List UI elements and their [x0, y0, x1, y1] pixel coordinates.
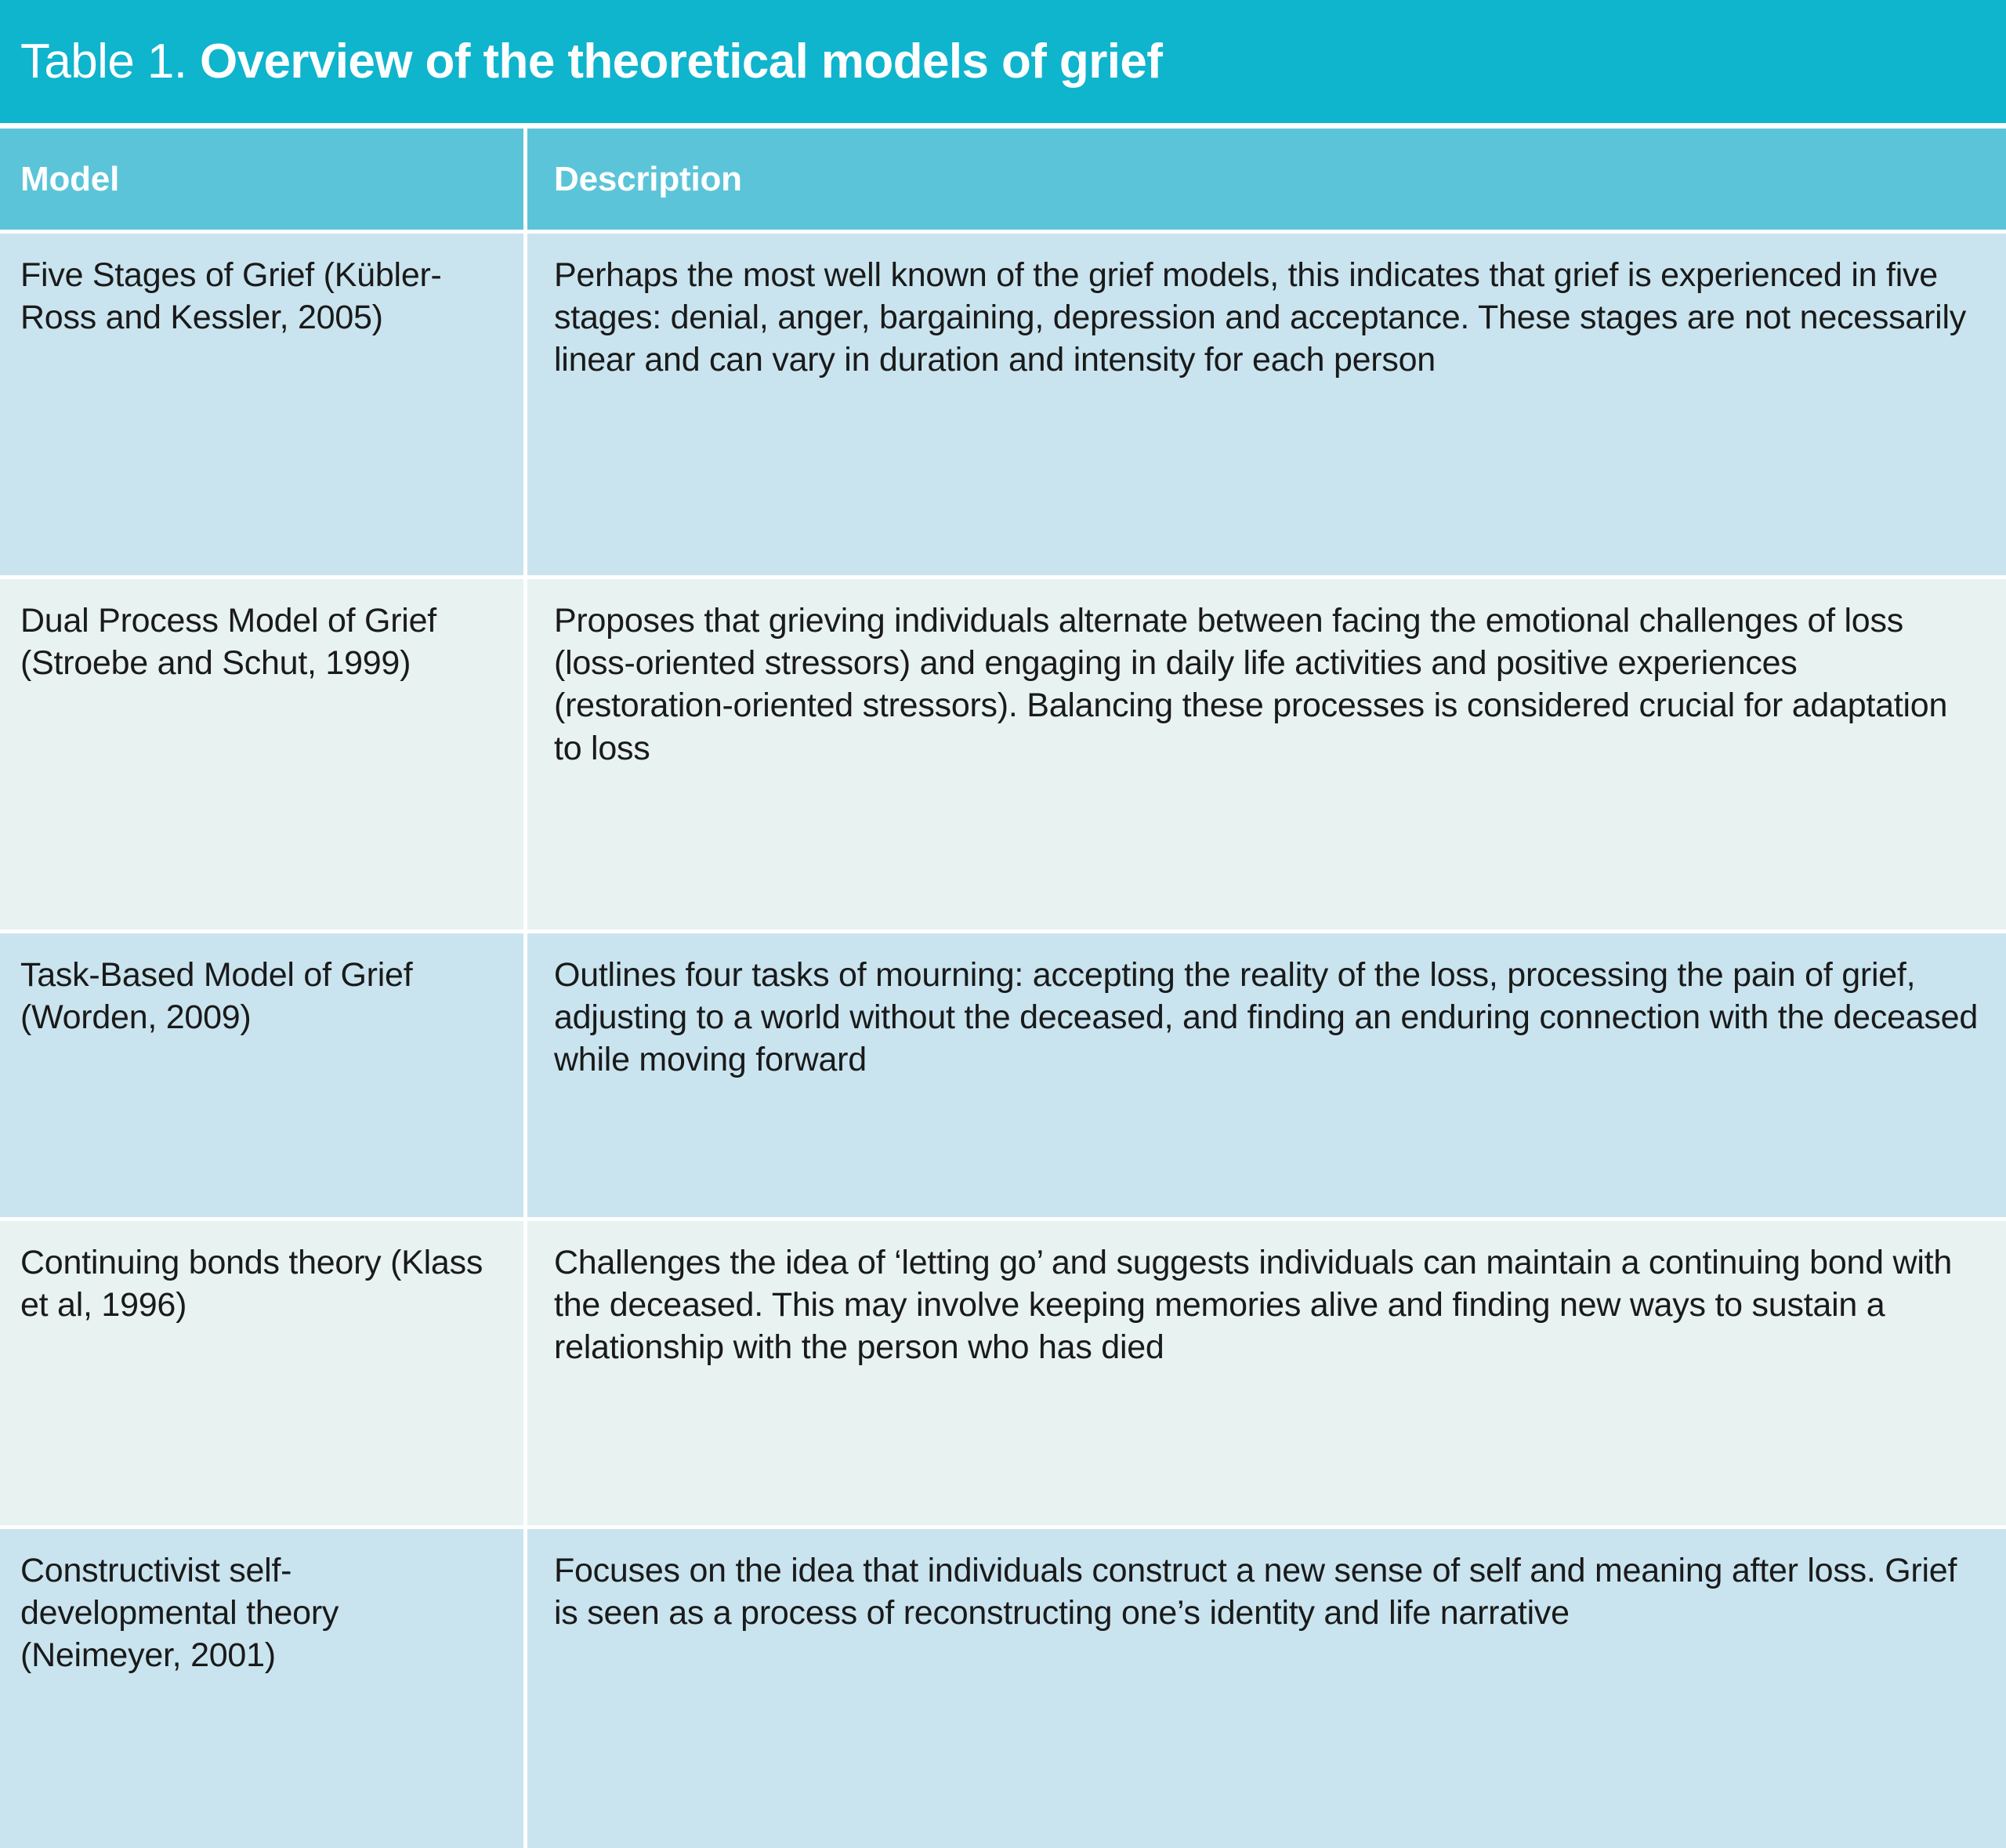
column-divider: [523, 1529, 527, 1848]
table-cell-description: Outlines four tasks of mourning: accepti…: [527, 933, 2006, 1217]
row-divider: [0, 230, 2006, 234]
model-name: Task-Based Model of Grief (Worden, 2009): [20, 956, 413, 1037]
model-name: Continuing bonds theory (Klass et al, 19…: [20, 1244, 483, 1324]
table-row: Five Stages of Grief (Kübler-Ross and Ke…: [0, 234, 2006, 575]
model-description: Challenges the idea of ‘letting go’ and …: [554, 1244, 1952, 1367]
table-header-row: Model Description: [0, 129, 2006, 230]
table-row: Constructivist self-developmental theory…: [0, 1529, 2006, 1848]
column-divider: [523, 579, 527, 929]
models-table: Model Description Five Stages of Grief (…: [0, 129, 2006, 1848]
table-cell-description: Proposes that grieving individuals alter…: [527, 579, 2006, 929]
model-description: Proposes that grieving individuals alter…: [554, 602, 1948, 767]
model-name: Constructivist self-developmental theory…: [20, 1552, 339, 1675]
table-cell-model: Dual Process Model of Grief (Stroebe and…: [0, 579, 523, 929]
table-title: Table 1. Overview of the theoretical mod…: [20, 34, 1163, 89]
table-row: Continuing bonds theory (Klass et al, 19…: [0, 1221, 2006, 1525]
column-divider: [523, 1221, 527, 1525]
title-separator: [0, 123, 2006, 129]
model-description: Focuses on the idea that individuals con…: [554, 1552, 1957, 1632]
column-divider: [523, 234, 527, 575]
row-divider: [0, 1217, 2006, 1221]
model-description: Perhaps the most well known of the grief…: [554, 256, 1967, 379]
table-cell-description: Perhaps the most well known of the grief…: [527, 234, 2006, 575]
model-name: Five Stages of Grief (Kübler-Ross and Ke…: [20, 256, 442, 337]
table-row: Dual Process Model of Grief (Stroebe and…: [0, 579, 2006, 929]
column-divider: [523, 129, 527, 230]
table-title-main: Overview of the theoretical models of gr…: [200, 34, 1163, 89]
table-row: Task-Based Model of Grief (Worden, 2009)…: [0, 933, 2006, 1217]
column-header-description: Description: [527, 129, 2006, 230]
table-cell-model: Continuing bonds theory (Klass et al, 19…: [0, 1221, 523, 1525]
model-description: Outlines four tasks of mourning: accepti…: [554, 956, 1978, 1079]
column-header-model: Model: [0, 129, 523, 230]
table-cell-model: Constructivist self-developmental theory…: [0, 1529, 523, 1848]
table-title-label: Table 1.: [20, 34, 187, 89]
row-divider: [0, 1525, 2006, 1529]
column-divider: [523, 933, 527, 1217]
row-divider: [0, 929, 2006, 933]
table-cell-model: Five Stages of Grief (Kübler-Ross and Ke…: [0, 234, 523, 575]
column-header-description-label: Description: [554, 159, 742, 198]
table-title-bar: Table 1. Overview of the theoretical mod…: [0, 0, 2006, 123]
row-divider: [0, 575, 2006, 579]
column-header-model-label: Model: [20, 159, 120, 198]
table-cell-description: Challenges the idea of ‘letting go’ and …: [527, 1221, 2006, 1525]
model-name: Dual Process Model of Grief (Stroebe and…: [20, 602, 436, 683]
table-cell-description: Focuses on the idea that individuals con…: [527, 1529, 2006, 1848]
table-cell-model: Task-Based Model of Grief (Worden, 2009): [0, 933, 523, 1217]
